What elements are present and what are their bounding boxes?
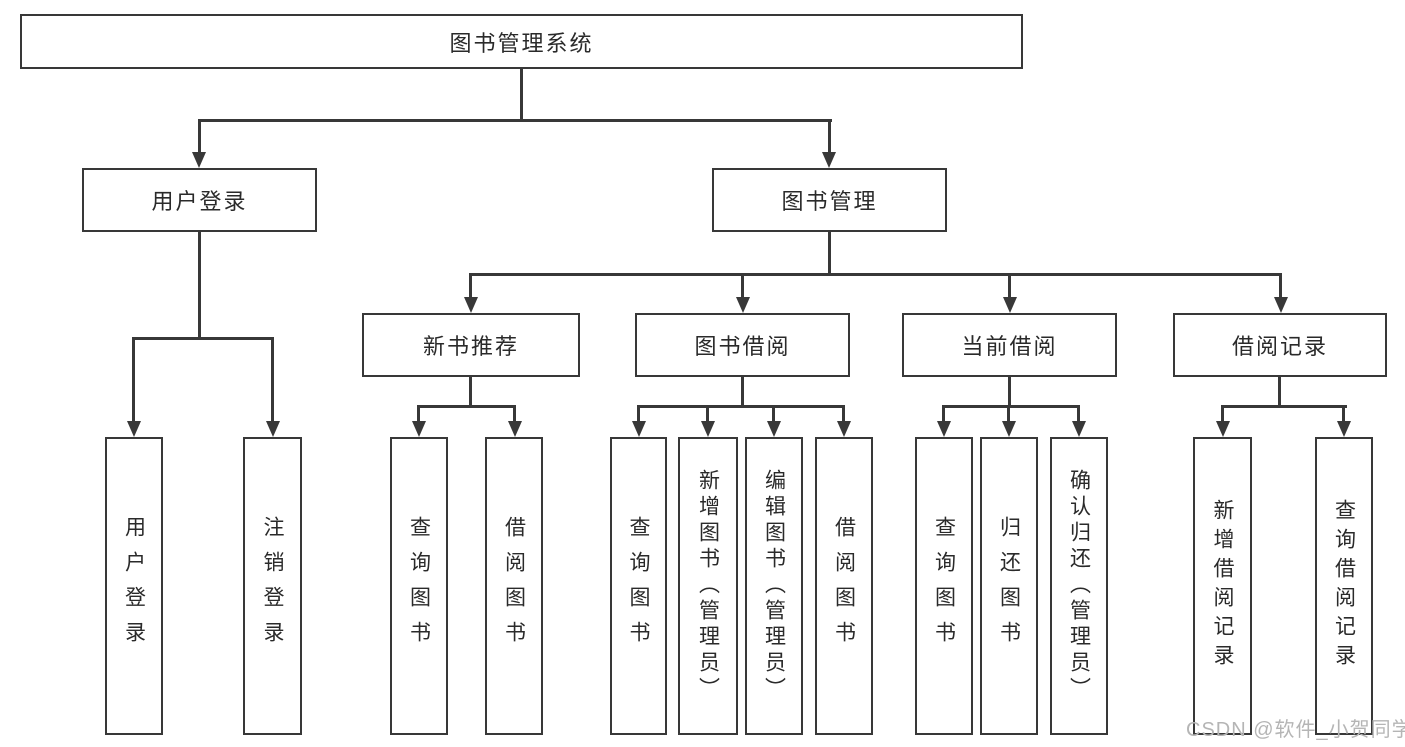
connector-book-management-branch — [469, 273, 1282, 276]
connector-to-logout-leaf — [271, 337, 274, 421]
connector-to-borrow-records-leaf-2 — [1342, 405, 1345, 421]
node-borrow-records: 借阅记录 — [1173, 313, 1387, 377]
node-user-login: 用户登录 — [82, 168, 317, 232]
leaf-confirm-return-admin: 确认归还（管理员） — [1050, 437, 1108, 735]
connector-to-new-book-leaf-2 — [513, 405, 516, 421]
node-current-borrow: 当前借阅 — [902, 313, 1117, 377]
connector-to-current-borrow — [1008, 273, 1011, 297]
arrowhead-book-management — [822, 152, 836, 168]
arrowhead-book-borrow-leaf-4 — [837, 421, 851, 437]
connector-to-new-book-recommend — [469, 273, 472, 297]
connector-to-book-borrow-leaf-4 — [842, 405, 845, 421]
leaf-add-books-admin: 新增图书（管理员） — [678, 437, 738, 735]
connector-user-login-stem — [198, 232, 201, 337]
arrowhead-book-borrow-leaf-2 — [701, 421, 715, 437]
connector-new-book-stem — [469, 377, 472, 405]
leaf-add-borrow-record: 新增借阅记录 — [1193, 437, 1252, 735]
connector-to-book-management — [828, 119, 831, 152]
leaf-query-borrow-record: 查询借阅记录 — [1315, 437, 1373, 735]
connector-to-book-borrow — [741, 273, 744, 297]
connector-borrow-records-stem — [1278, 377, 1281, 405]
leaf-query-books-current: 查询图书 — [915, 437, 973, 735]
connector-to-borrow-records — [1279, 273, 1282, 297]
connector-root-stem — [520, 69, 523, 119]
leaf-return-books: 归还图书 — [980, 437, 1038, 735]
connector-to-new-book-leaf-1 — [417, 405, 420, 421]
arrowhead-current-borrow-leaf-1 — [937, 421, 951, 437]
connector-book-borrow-stem — [741, 377, 744, 405]
arrowhead-current-borrow-leaf-3 — [1072, 421, 1086, 437]
leaf-borrow-books-recommend: 借阅图书 — [485, 437, 543, 735]
arrowhead-current-borrow-leaf-2 — [1002, 421, 1016, 437]
leaf-edit-books-admin: 编辑图书（管理员） — [745, 437, 803, 735]
connector-borrow-records-branch — [1221, 405, 1347, 408]
connector-new-book-branch — [417, 405, 516, 408]
node-book-management: 图书管理 — [712, 168, 947, 232]
connector-to-book-borrow-leaf-1 — [637, 405, 640, 421]
arrowhead-new-book-leaf-1 — [412, 421, 426, 437]
arrowhead-book-borrow-leaf-1 — [632, 421, 646, 437]
arrowhead-logout-leaf — [266, 421, 280, 437]
connector-book-borrow-branch — [637, 405, 845, 408]
connector-current-borrow-branch — [942, 405, 1080, 408]
csdn-watermark: CSDN @软件_小贺同学 — [1186, 719, 1405, 741]
node-book-borrow: 图书借阅 — [635, 313, 850, 377]
connector-to-current-borrow-leaf-3 — [1077, 405, 1080, 421]
arrowhead-user-login — [192, 152, 206, 168]
connector-to-login-leaf — [132, 337, 135, 421]
leaf-user-login: 用户登录 — [105, 437, 163, 735]
connector-root-branch — [198, 119, 832, 122]
arrowhead-book-borrow-leaf-3 — [767, 421, 781, 437]
connector-current-borrow-stem — [1008, 377, 1011, 405]
leaf-query-books-borrow: 查询图书 — [610, 437, 667, 735]
arrowhead-book-borrow — [736, 297, 750, 313]
connector-book-management-stem — [828, 232, 831, 273]
connector-user-login-branch — [132, 337, 274, 340]
leaf-logout: 注销登录 — [243, 437, 302, 735]
connector-to-user-login — [198, 119, 201, 152]
connector-to-book-borrow-leaf-2 — [706, 405, 709, 421]
connector-to-current-borrow-leaf-1 — [942, 405, 945, 421]
connector-to-book-borrow-leaf-3 — [772, 405, 775, 421]
node-root-library-management-system: 图书管理系统 — [20, 14, 1023, 69]
connector-to-current-borrow-leaf-2 — [1007, 405, 1010, 421]
node-new-book-recommend: 新书推荐 — [362, 313, 580, 377]
arrowhead-new-book-leaf-2 — [508, 421, 522, 437]
arrowhead-current-borrow — [1003, 297, 1017, 313]
leaf-query-books-recommend: 查询图书 — [390, 437, 448, 735]
arrowhead-borrow-records — [1274, 297, 1288, 313]
arrowhead-borrow-records-leaf-2 — [1337, 421, 1351, 437]
connector-to-borrow-records-leaf-1 — [1221, 405, 1224, 421]
arrowhead-new-book-recommend — [464, 297, 478, 313]
leaf-borrow-books: 借阅图书 — [815, 437, 873, 735]
arrowhead-login-leaf — [127, 421, 141, 437]
arrowhead-borrow-records-leaf-1 — [1216, 421, 1230, 437]
